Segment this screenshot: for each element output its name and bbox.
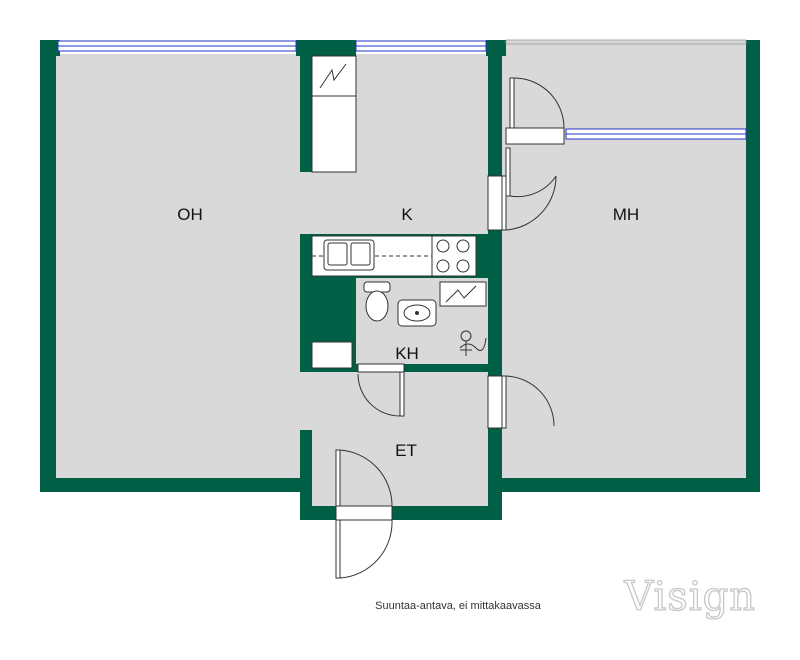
wall-right (746, 40, 760, 492)
door-kitchen-bedroom (487, 175, 557, 231)
door-bathroom (357, 363, 405, 417)
wall-left (40, 40, 56, 492)
wall-entrance-bottom-left (300, 506, 336, 520)
toilet (363, 281, 391, 322)
window-kitchen (355, 40, 487, 52)
entrance-floor (300, 370, 488, 506)
windows (57, 39, 747, 140)
wall-entrance-bottom-right (392, 506, 502, 520)
washbasin (397, 299, 437, 327)
wall-top-right (486, 40, 506, 56)
room-label-kitchen: K (401, 205, 413, 224)
wall-top-mid (296, 40, 356, 56)
doors (335, 77, 565, 579)
shower (459, 330, 487, 356)
room-label-bedroom: MH (613, 205, 639, 224)
wall-center-upper (488, 56, 502, 176)
washing-machine (439, 281, 487, 307)
window-living (57, 40, 297, 52)
wall-bottom-left (40, 478, 302, 492)
kitchen-cabinet-column (311, 55, 357, 173)
kitchen-counter (311, 235, 477, 277)
visign-logo: Visign (623, 574, 756, 620)
door-hall-bedroom (487, 375, 555, 429)
fixtures (311, 55, 487, 369)
window-bedroom (565, 128, 747, 140)
room-label-bathroom: KH (395, 344, 419, 363)
door-entrance (335, 449, 393, 579)
bedroom-floor (502, 42, 746, 478)
wall-entrance-right (488, 478, 502, 520)
wall-center-lower (488, 428, 502, 492)
room-label-entrance: ET (395, 441, 417, 460)
balcony-edge (505, 39, 747, 45)
door-bedroom-upper (505, 77, 565, 198)
living-room-floor (56, 54, 300, 478)
wall-entrance-left (300, 430, 312, 520)
room-label-living: OH (177, 205, 203, 224)
closet (311, 341, 353, 369)
wall-bottom-right (488, 478, 760, 492)
disclaimer-caption: Suuntaa-antava, ei mittakaavassa (375, 600, 542, 612)
wall-inner-kitchen-column (300, 56, 312, 172)
wall-center-mid (488, 230, 502, 376)
